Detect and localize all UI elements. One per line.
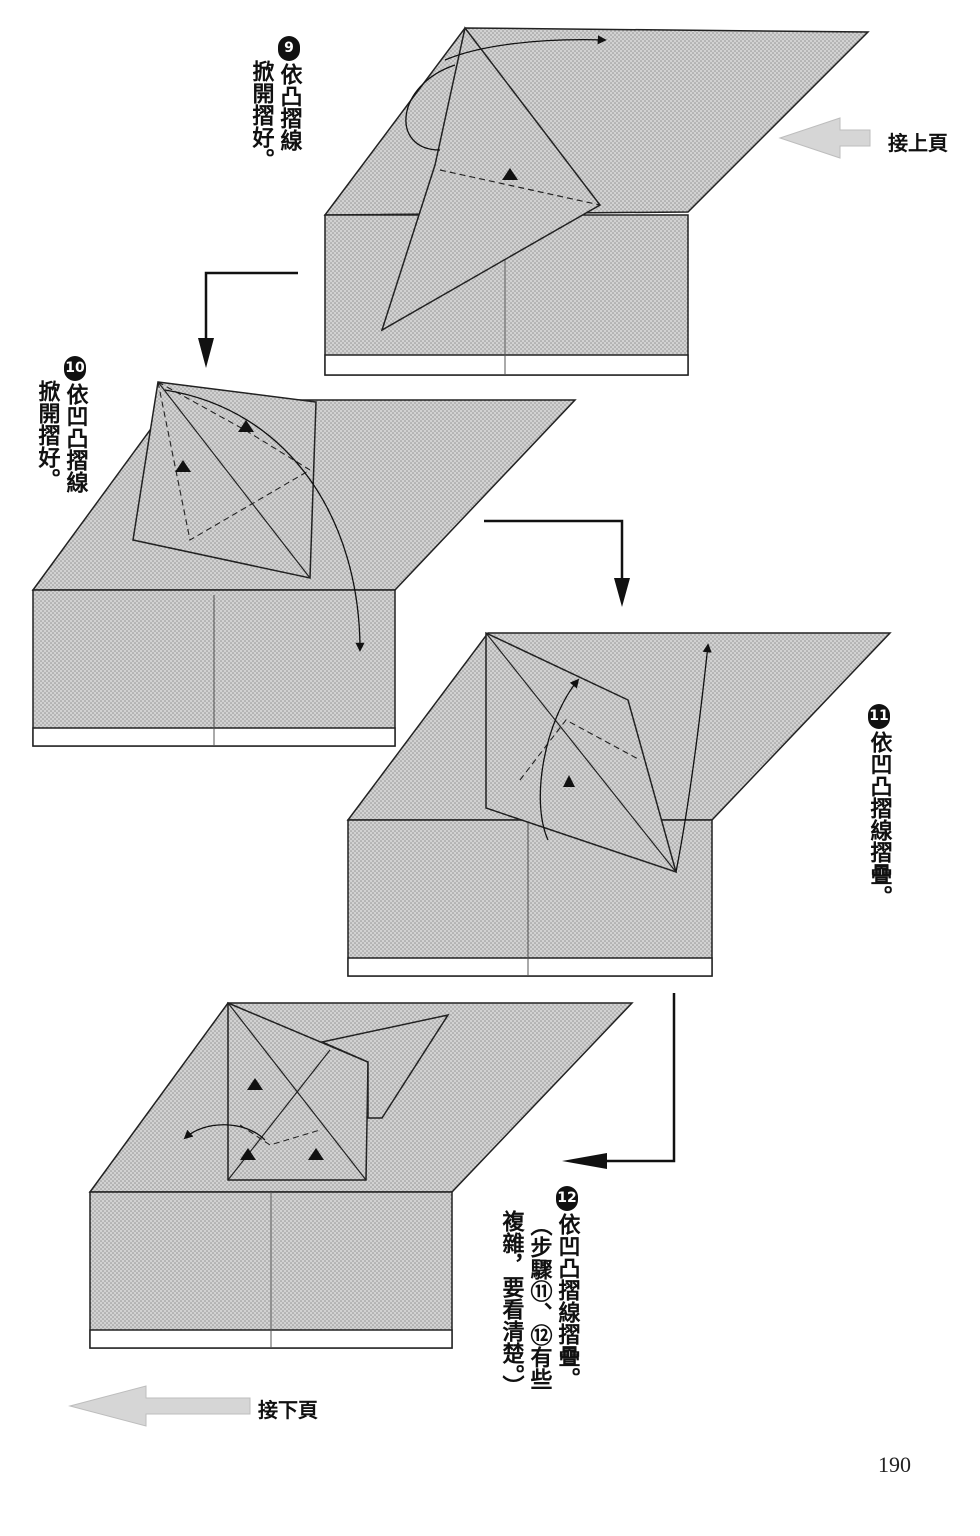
step-9-instruction: 9 依凸摺線 掀開摺好。 [248, 36, 302, 170]
step-12-crease [239, 1124, 321, 1146]
step-12-number: 12 [556, 1186, 578, 1211]
step-9-mountain-mark [502, 168, 518, 180]
step-11-fold-arrow-right [675, 643, 712, 873]
continue-from-prev-label: 接上頁 [888, 131, 948, 155]
step-12-column-1: 12 依凹凸摺線摺疊。 [554, 1186, 580, 1397]
step-12-instruction: 12 依凹凸摺線摺疊。 （步驟⑪、⑫有些 複雜，要看清楚。） [498, 1186, 580, 1397]
step-10-fold-arrow [164, 389, 365, 652]
step-10-figure [31, 381, 577, 747]
step-10-number: 10 [64, 356, 86, 381]
flow-arrow-9-to-10 [204, 271, 298, 348]
step-10-column-2: 掀開摺好。 [34, 356, 60, 493]
step-12-line-3: 複雜，要看清楚。） [498, 1210, 524, 1397]
step-9-fold-arrow [405, 64, 456, 151]
step-9-column-1: 9 依凸摺線 [276, 36, 302, 170]
step-11-column-1: 11 依凹凸摺線摺疊。 [866, 704, 892, 907]
continue-to-next-label: 接下頁 [258, 1398, 318, 1422]
step-11-number: 11 [868, 704, 890, 729]
step-11-line-1: 依凹凸摺線摺疊。 [866, 731, 892, 907]
step-11-crease [519, 719, 641, 781]
step-11-mountain-mark [563, 775, 575, 787]
step-9-number: 9 [278, 36, 300, 61]
step-9-column-2: 掀開摺好。 [248, 36, 274, 170]
step-10-instruction: 10 依凹凸摺線 掀開摺好。 [34, 356, 88, 493]
step-12-point [319, 1013, 450, 1119]
step-12-mountain-mark-1 [247, 1078, 263, 1090]
step-12-mountain-mark-3 [308, 1148, 324, 1160]
step-9-kite [380, 26, 602, 332]
flow-arrow-10-to-11-head [614, 578, 630, 607]
flow-arrow-9-to-10-head [198, 338, 214, 368]
step-12-figure [88, 1001, 634, 1349]
step-10-crease-a [157, 381, 311, 541]
step-11-figure [346, 631, 892, 977]
step-11-box-band [347, 957, 713, 977]
step-12-fold-arrow [183, 1124, 266, 1141]
step-9-line-1: 依凸摺線 [276, 63, 302, 151]
continue-from-prev-arrow [778, 117, 871, 159]
step-10-column-1: 10 依凹凸摺線 [62, 356, 88, 493]
step-12-line-2: （步驟⑪、⑫有些 [526, 1214, 552, 1390]
page-number: 190 [878, 1452, 911, 1477]
step-12-line-1: 依凹凸摺線摺疊。 [554, 1213, 580, 1389]
step-10-mountain-mark-2 [175, 460, 191, 472]
step-12-column-3: 複雜，要看清楚。） [498, 1186, 524, 1397]
step-9-figure [323, 26, 870, 376]
step-10-line-2: 掀開摺好。 [34, 380, 60, 490]
step-12-mountain-mark-2 [240, 1148, 256, 1160]
flow-arrow-10-to-11 [484, 519, 624, 585]
step-11-fold-arrow-left [539, 678, 580, 841]
step-10-crease-b [157, 381, 311, 471]
step-9-line-2: 掀開摺好。 [248, 60, 274, 170]
flow-arrow-11-to-12-head [562, 1153, 607, 1169]
step-10-mountain-mark-1 [238, 420, 254, 432]
step-11-diag [485, 632, 677, 873]
step-10-line-1: 依凹凸摺線 [62, 383, 88, 493]
step-10-diag [157, 381, 311, 579]
step-12-column-2: （步驟⑪、⑫有些 [526, 1186, 552, 1397]
step-9-crease [439, 169, 601, 206]
continue-to-next-arrow [68, 1385, 251, 1427]
flow-arrow-11-to-12 [600, 993, 676, 1163]
step-9-open-arrow [444, 35, 607, 61]
step-11-instruction: 11 依凹凸摺線摺疊。 [866, 704, 892, 907]
step-9-box-band [324, 354, 689, 376]
